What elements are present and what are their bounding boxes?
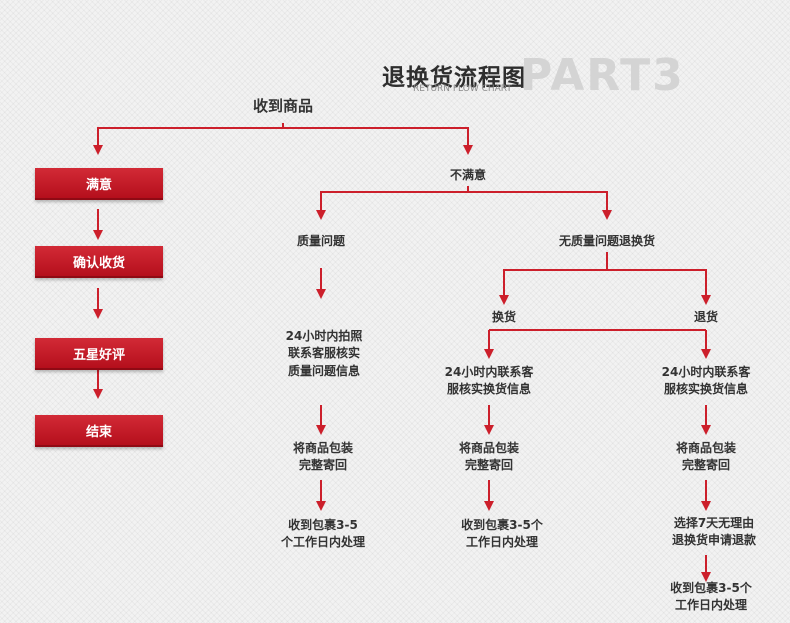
node-refund-step3-line2: 退换货申请退款	[671, 533, 757, 548]
node-exchange-step1-line1: 24小时内联系客	[444, 365, 534, 379]
node-refund-step4: 收到包裹3-5个 工作日内处理	[670, 580, 752, 615]
node-refund-step4-line1: 收到包裹3-5个	[670, 581, 752, 595]
node-quality-step2-line2: 完整寄回	[298, 458, 348, 473]
connector-noquality-right	[607, 269, 711, 305]
node-exchange-step2: 将商品包装 完整寄回	[459, 440, 519, 475]
page-subtitle: RETURN FLOW CHART	[413, 84, 512, 94]
node-refund-step2-line1: 将商品包装	[675, 441, 737, 455]
connector-unsatisfied-right	[468, 191, 612, 220]
node-exchange-step3: 收到包裹3-5个 工作日内处理	[461, 517, 543, 552]
connector-unsatisfied-split	[316, 186, 469, 220]
node-five-star: 五星好评	[35, 338, 163, 370]
node-refund-step1: 24小时内联系客 服核实换货信息	[662, 364, 751, 399]
node-exchange-step1-line2: 服核实换货信息	[446, 382, 532, 397]
part-label: PART3	[520, 50, 685, 101]
node-exchange-step1: 24小时内联系客 服核实换货信息	[445, 364, 534, 399]
node-start: 收到商品	[252, 97, 314, 115]
node-refund: 退货	[693, 310, 719, 324]
node-quality-step2: 将商品包装 完整寄回	[293, 440, 353, 475]
node-quality-step1-line3: 质量问题信息	[287, 363, 361, 378]
node-exchange-step2-line2: 完整寄回	[464, 458, 514, 473]
node-confirm-receipt: 确认收货	[35, 246, 163, 278]
node-quality-step1: 24小时内拍照 联系客服核实 质量问题信息	[286, 328, 363, 380]
connector-noquality-split	[499, 252, 608, 305]
node-quality-step3: 收到包裹3-5 个工作日内处理	[281, 517, 365, 552]
connector-start-split	[93, 123, 284, 155]
node-refund-step1-line2: 服核实换货信息	[663, 382, 749, 397]
node-quality-issue: 质量问题	[296, 234, 346, 248]
connector-start-right	[283, 127, 473, 155]
node-end: 结束	[35, 415, 163, 447]
node-unsatisfied: 不满意	[449, 168, 487, 182]
node-exchange: 换货	[491, 310, 517, 324]
node-refund-step2-line2: 完整寄回	[681, 458, 731, 473]
node-quality-step3-line1: 收到包裹3-5	[288, 518, 358, 532]
node-refund-step3: 选择7天无理由 退换货申请退款	[672, 515, 756, 550]
node-exchange-step3-line1: 收到包裹3-5个	[461, 518, 543, 532]
node-quality-step1-line1: 24小时内拍照	[285, 329, 363, 343]
node-refund-step4-line2: 工作日内处理	[674, 598, 747, 613]
node-refund-step1-line1: 24小时内联系客	[661, 365, 751, 379]
node-satisfied: 满意	[35, 168, 163, 200]
node-refund-step2: 将商品包装 完整寄回	[676, 440, 736, 475]
node-no-quality-issue: 无质量问题退换货	[558, 234, 656, 248]
node-refund-step3-line1: 选择7天无理由	[673, 516, 755, 530]
node-quality-step1-line2: 联系客服核实	[287, 346, 361, 361]
node-quality-step2-line1: 将商品包装	[292, 441, 354, 455]
node-exchange-step2-line1: 将商品包装	[458, 441, 520, 455]
node-exchange-step3-line2: 工作日内处理	[465, 535, 538, 550]
node-quality-step3-line2: 个工作日内处理	[280, 535, 366, 550]
page-title: 退换货流程图	[382, 65, 526, 91]
